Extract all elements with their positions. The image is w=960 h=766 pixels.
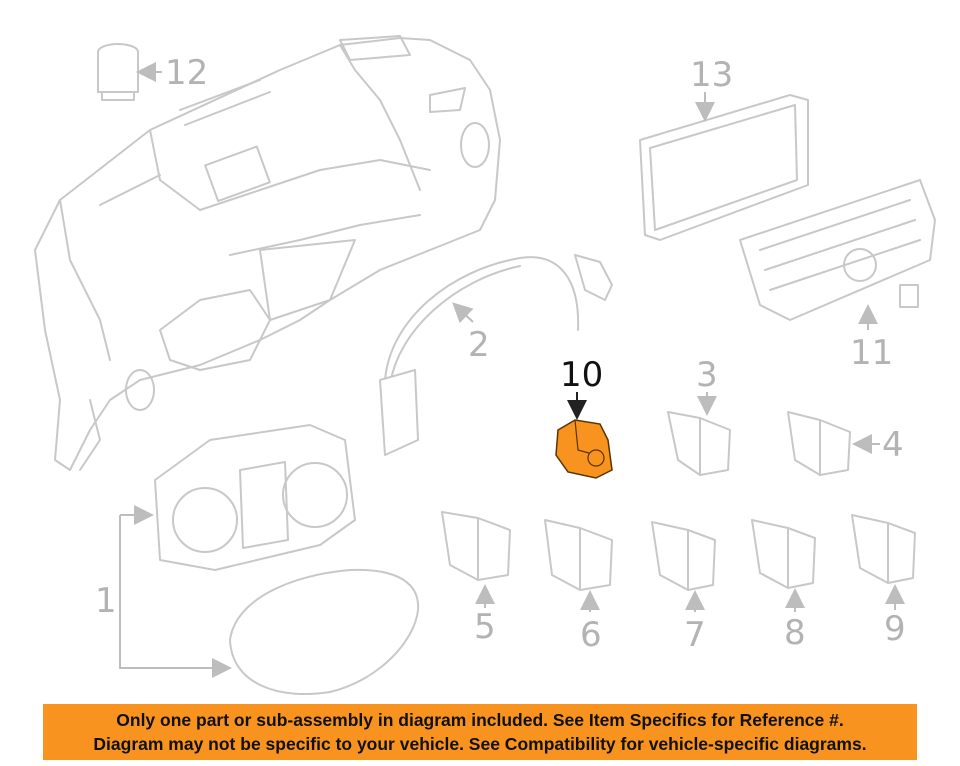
- part-10-highlighted[interactable]: [555, 419, 613, 479]
- callout-8: 8: [784, 613, 806, 653]
- part-1-illustration: [154, 424, 420, 696]
- disclaimer-line-2: Diagram may not be specific to your vehi…: [93, 734, 867, 754]
- callout-7: 7: [684, 615, 706, 655]
- part-2-illustration: [379, 254, 613, 456]
- callout-5: 5: [474, 607, 496, 647]
- callout-6: 6: [580, 615, 602, 655]
- part-11-illustration: [739, 179, 936, 321]
- callout-9: 9: [884, 609, 906, 649]
- callout-10: 10: [560, 355, 603, 395]
- callout-13: 13: [690, 55, 733, 95]
- part-13-illustration: [639, 94, 809, 241]
- callout-3: 3: [696, 355, 718, 395]
- callout-2: 2: [468, 325, 490, 365]
- callout-12: 12: [165, 53, 208, 93]
- callout-arrows: [119, 62, 905, 678]
- callout-4: 4: [882, 425, 904, 465]
- dashboard-illustration: [34, 35, 501, 471]
- disclaimer-banner: Only one part or sub-assembly in diagram…: [43, 704, 917, 760]
- disclaimer-line-1: Only one part or sub-assembly in diagram…: [116, 710, 844, 730]
- callout-1: 1: [95, 581, 117, 621]
- callout-11: 11: [850, 333, 893, 373]
- part-12-illustration: [97, 43, 139, 101]
- switches-illustration: [441, 411, 916, 591]
